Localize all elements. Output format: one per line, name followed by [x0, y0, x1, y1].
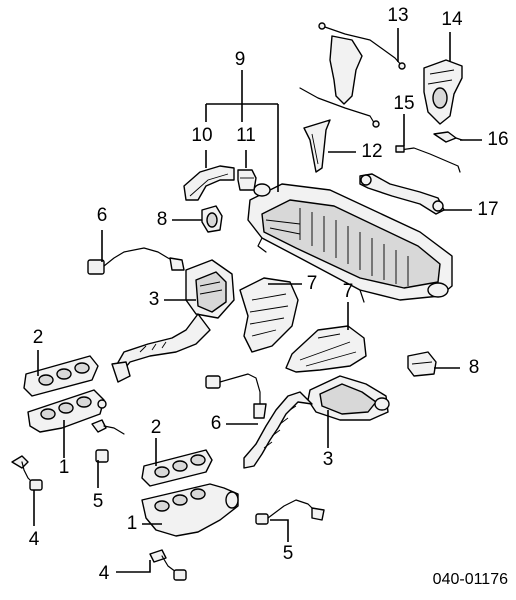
part-7-lower-heat-shield: [285, 325, 367, 373]
callout-10: 10: [191, 125, 212, 146]
part-6-lower-o2-sensor: [205, 373, 267, 419]
part-15-wire-lead: [395, 145, 461, 173]
callout-1-bottom: 1: [127, 513, 138, 534]
callout-5-bottom: 5: [283, 543, 294, 564]
part-6-upper-o2-sensor: [87, 247, 185, 275]
part-3-upper-catalytic-converter: [111, 259, 235, 383]
part-1-upper-exhaust-manifold: [27, 389, 107, 433]
diagram-code: 040-01176: [433, 571, 508, 588]
part-7-upper-heat-shield: [239, 277, 299, 353]
callout-15: 15: [393, 93, 414, 114]
part-11-clamp: [237, 169, 257, 191]
part-5-upper-sensor: [91, 419, 125, 463]
callout-7-lower: 7: [343, 281, 354, 302]
callout-8-upper: 8: [157, 209, 168, 230]
callout-11: 11: [236, 125, 256, 146]
part-10-intermediate-pipe: [183, 165, 235, 201]
callout-8-lower: 8: [469, 357, 480, 378]
part-2-lower-gasket: [141, 449, 213, 487]
callout-labels: 13 14 9 15 10 11 16 12 17 8 6 7 3 7 2 8 …: [29, 5, 509, 584]
leader-lines: [33, 28, 482, 573]
part-2-upper-gasket: [23, 355, 99, 397]
part-4-upper-o2-sensor: [11, 455, 43, 491]
callout-4-bottom: 4: [99, 563, 110, 584]
part-3-lower-catalytic-converter: [243, 375, 390, 469]
part-13-bracket: [299, 22, 406, 128]
callout-13: 13: [387, 5, 408, 26]
part-8-upper-clamp: [201, 205, 223, 233]
callout-6-upper: 6: [97, 205, 108, 226]
callout-2-bottom: 2: [151, 417, 162, 438]
callout-14: 14: [441, 9, 463, 30]
part-12-hanger: [303, 119, 331, 173]
callout-3-upper: 3: [149, 289, 160, 310]
part-5-lower-sensor: [255, 499, 325, 525]
part-14-heat-shield-bracket: [423, 59, 463, 125]
rear-muffler: [247, 183, 453, 303]
part-4-lower-o2-sensor: [149, 549, 187, 581]
part-8-lower-clamp: [407, 351, 437, 377]
callout-3-lower: 3: [323, 449, 334, 470]
callout-4-left: 4: [29, 529, 40, 550]
part-1-lower-exhaust-manifold: [141, 483, 239, 537]
callout-5-left: 5: [93, 491, 104, 512]
callout-12: 12: [361, 141, 382, 162]
callout-6-lower: 6: [211, 413, 222, 434]
callout-17: 17: [477, 199, 498, 220]
part-17-mount-rail: [359, 173, 445, 215]
callout-16: 16: [487, 129, 508, 150]
callout-9: 9: [235, 49, 246, 70]
callout-1-left: 1: [59, 457, 70, 478]
callout-7-upper: 7: [307, 273, 318, 294]
callout-2-left: 2: [33, 327, 44, 348]
part-16-connector: [433, 131, 463, 143]
